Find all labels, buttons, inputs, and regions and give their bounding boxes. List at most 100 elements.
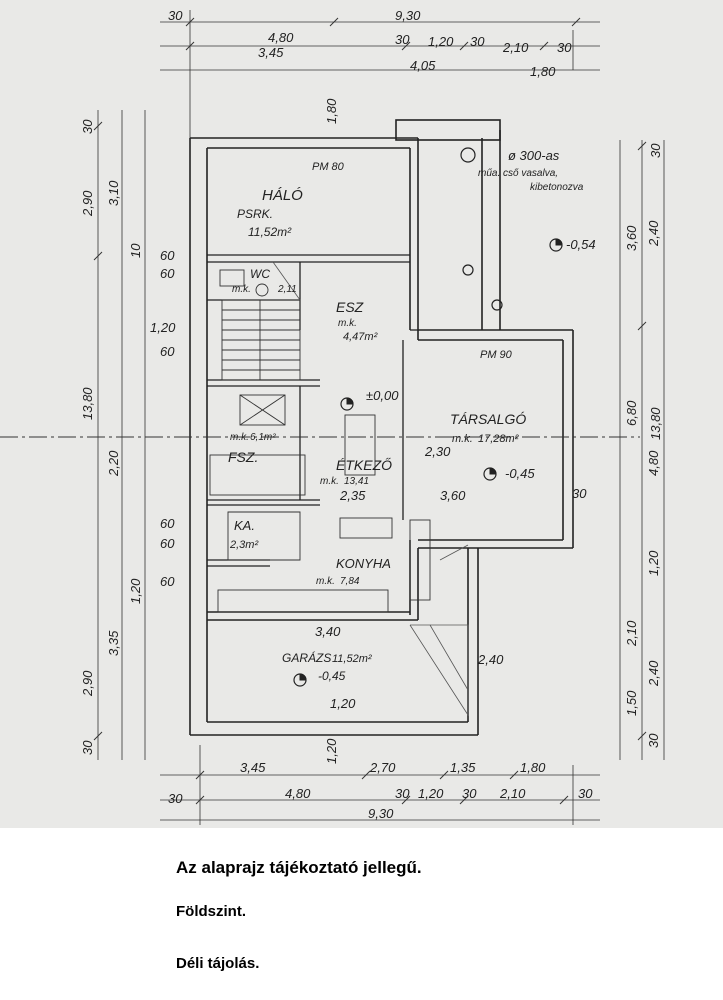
staircase: [221, 299, 301, 381]
dim-top-405: 4,05: [410, 58, 436, 73]
room-tarsalgo-name: TÁRSALGÓ: [450, 411, 526, 427]
dim-left-60f: 60: [160, 574, 175, 589]
dim-top-180: 1,80: [530, 64, 556, 79]
door-note: PM 90: [480, 349, 513, 361]
room-etkezo-area: 13,41: [344, 476, 369, 487]
pipe-note: ø 300-as: [508, 148, 560, 163]
dim-bot-30b: 30: [395, 786, 410, 801]
dim-left-1380: 13,80: [80, 387, 95, 420]
room-wc-name: WC: [250, 267, 270, 281]
dim-left-120b: 1,20: [150, 320, 176, 335]
dim-top-480: 4,80: [268, 30, 294, 45]
level-markers: [293, 147, 563, 687]
dim-right-240: 2,40: [646, 220, 661, 247]
dim-bot-345: 3,45: [240, 760, 266, 775]
level-a: -0,54: [566, 237, 596, 252]
dimension-lines: [97, 10, 665, 825]
level-d: -0,45: [318, 669, 346, 683]
hatching: [272, 261, 469, 717]
room-tarsalgo-sub: m.k.: [452, 433, 473, 445]
dim-top-30: 30: [168, 8, 183, 23]
room-fsz-name: FSZ.: [228, 449, 258, 465]
room-konyha-name: KONYHA: [336, 556, 391, 571]
dim-bot-480: 4,80: [285, 786, 311, 801]
dim-right-150: 1,50: [624, 690, 639, 716]
dim-right-480: 4,80: [646, 450, 661, 476]
annotation-texts: -0,54 ±0,00 -0,45 -0,45 ø 300-as műa. cs…: [312, 148, 596, 683]
dim-right-120: 1,20: [646, 550, 661, 576]
dim-top-210: 2,10: [502, 40, 529, 55]
dim-bot-270: 2,70: [369, 760, 396, 775]
dim-right-240b: 2,40: [646, 660, 661, 687]
pipe-note-3: kibetonozva: [530, 182, 584, 193]
dimension-ticks: [93, 17, 647, 805]
dim-left-30: 30: [80, 119, 95, 134]
room-etkezo-name: ÉTKEZŐ: [336, 457, 392, 473]
dim-left-60b: 60: [160, 266, 175, 281]
dimension-texts: 30 9,30 4,80 30 1,20 30 2,10 30 3,45 4,0…: [80, 8, 663, 821]
room-wc-area: 2,11: [277, 284, 297, 295]
caption-orientation: Déli tájolás.: [176, 955, 260, 972]
room-garazs-name: GARÁZS: [282, 650, 331, 665]
room-esz-sub: m.k.: [338, 318, 357, 329]
dim-left-60a: 60: [160, 248, 175, 263]
pipe-note-2: műa. cső vasalva,: [478, 168, 558, 179]
dim-right-680: 6,80: [624, 400, 639, 426]
floor-plan-drawing: 30 9,30 4,80 30 1,20 30 2,10 30 3,45 4,0…: [0, 8, 665, 825]
room-halo-name: HÁLÓ: [262, 187, 303, 204]
dim-inner-180: 1,80: [324, 98, 339, 124]
room-fsz-sub: m.k.: [230, 432, 249, 443]
room-halo-area: 11,52m²: [248, 225, 292, 239]
dim-left-120: 1,20: [128, 578, 143, 604]
room-konyha-sub: m.k.: [316, 576, 335, 587]
room-garazs-area: 11,52m²: [332, 653, 372, 665]
room-konyha-area: 7,84: [340, 576, 360, 587]
room-tarsalgo-area: 17,28m²: [478, 433, 519, 445]
room-etkezo-sub: m.k.: [320, 476, 339, 487]
dim-inner-30: 30: [572, 486, 587, 501]
dim-right-30b: 30: [646, 733, 661, 748]
dim-bot-135: 1,35: [450, 760, 476, 775]
room-esz-area: 4,47m²: [343, 331, 378, 343]
dim-right-360: 3,60: [624, 225, 639, 251]
dim-right-30: 30: [648, 143, 663, 158]
room-ka-name: KA.: [234, 518, 255, 533]
dim-top-30d: 30: [557, 40, 572, 55]
room-wc-sub: m.k.: [232, 284, 251, 295]
dim-inner-120: 1,20: [330, 696, 356, 711]
dim-left-310: 3,10: [106, 180, 121, 206]
dim-inner-340: 3,40: [315, 624, 341, 639]
window-note: PM 80: [312, 161, 345, 173]
dim-right-1380: 13,80: [648, 407, 663, 440]
dim-left-60d: 60: [160, 516, 175, 531]
dim-left-290b: 2,90: [80, 670, 95, 697]
room-halo-sub: PSRK.: [237, 207, 273, 221]
dim-bot-total: 9,30: [368, 806, 394, 821]
dim-bot-120: 1,20: [418, 786, 444, 801]
caption-note: Az alaprajz tájékoztató jellegű.: [176, 858, 422, 877]
dim-top-120: 1,20: [428, 34, 454, 49]
caption-floor: Földszint.: [176, 903, 246, 920]
dim-inner-360: 3,60: [440, 488, 466, 503]
dim-left-335: 3,35: [106, 630, 121, 656]
dim-left-290: 2,90: [80, 190, 95, 217]
dim-left-60e: 60: [160, 536, 175, 551]
dim-top-30b: 30: [395, 32, 410, 47]
dim-left-30b: 30: [80, 740, 95, 755]
dim-top-345: 3,45: [258, 45, 284, 60]
floor-plan-sheet: 30 9,30 4,80 30 1,20 30 2,10 30 3,45 4,0…: [0, 0, 723, 828]
room-labels: HÁLÓ PSRK. 11,52m² WC m.k. 2,11 ESZ m.k.…: [228, 187, 526, 665]
dim-top-total: 9,30: [395, 8, 421, 23]
dim-bot-210: 2,10: [499, 786, 526, 801]
fixtures: [209, 269, 431, 613]
dim-bot-180: 1,80: [520, 760, 546, 775]
dim-inner-120b: 1,20: [324, 738, 339, 764]
room-fsz-area: 6,1m²: [250, 432, 276, 443]
dim-left-10: 10: [128, 243, 143, 258]
dim-inner-230: 2,30: [424, 444, 451, 459]
dim-left-60c: 60: [160, 344, 175, 359]
dim-bot-30: 30: [168, 791, 183, 806]
level-c: -0,45: [505, 466, 535, 481]
dim-inner-240: 2,40: [477, 652, 504, 667]
dim-right-210: 2,10: [624, 620, 639, 647]
